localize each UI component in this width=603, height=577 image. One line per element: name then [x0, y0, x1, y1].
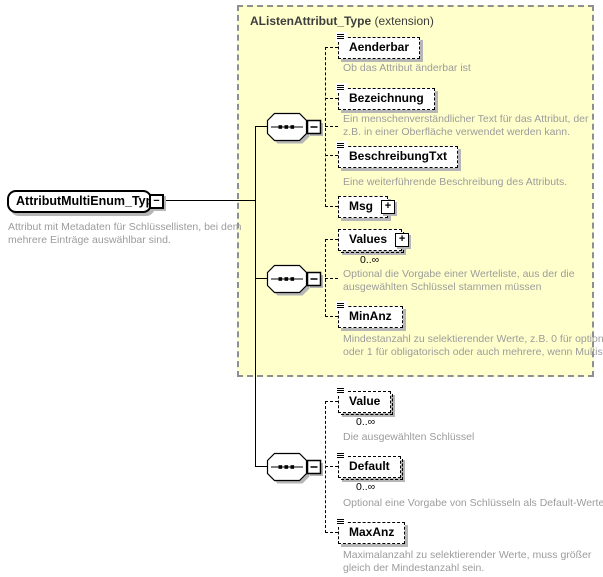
text-content-icon [336, 301, 347, 311]
text-content-icon [336, 517, 347, 527]
text-content-icon [336, 386, 347, 396]
element-annotation: Die ausgewählten Schlüssel [343, 431, 475, 443]
child-connector-line [325, 47, 326, 207]
element-annotation: Maximalanzahl zu selektierender Werte, m… [343, 549, 592, 574]
occurrence-label: 0..∞ [360, 254, 380, 266]
text-content-icon [336, 141, 347, 151]
text-content-icon [336, 32, 347, 42]
element-msg[interactable]: Msg + [338, 196, 395, 218]
element-aenderbar[interactable]: Aenderbar [336, 32, 421, 59]
extension-title: AListenAttribut_Type (extension) [250, 14, 434, 28]
connector-line [255, 278, 268, 279]
element-annotation: Ob das Attribut änderbar ist [343, 62, 471, 74]
root-element[interactable]: AttributMultiEnum_Type [7, 190, 160, 213]
element-label: Msg [349, 199, 373, 213]
element-annotation: Optional die Vorgabe einer Werteliste, a… [343, 268, 575, 293]
collapse-toggle-icon[interactable]: − [149, 194, 164, 209]
element-label: Values [349, 232, 388, 246]
child-connector-line [320, 278, 338, 279]
text-content-icon [336, 451, 347, 461]
child-connector-line [325, 47, 338, 48]
child-connector-line [325, 98, 338, 99]
expand-toggle-icon[interactable]: + [395, 233, 410, 247]
connector-line [255, 466, 268, 467]
connector-line [255, 126, 268, 127]
element-annotation: Ein menschenverständlicher Text für das … [343, 113, 589, 138]
element-label: Default [349, 459, 390, 473]
root-annotation: Attribut mit Metadaten für Schlüssellist… [8, 221, 242, 246]
root-element-label: AttributMultiEnum_Type [16, 194, 161, 208]
child-connector-line [320, 126, 338, 127]
element-maxanz[interactable]: MaxAnz [336, 517, 406, 544]
element-bezeichnung[interactable]: Bezeichnung [336, 83, 435, 110]
child-connector-line [325, 401, 326, 533]
expand-toggle-icon[interactable]: + [381, 200, 395, 214]
element-label: MaxAnz [349, 525, 395, 539]
child-connector-line [325, 155, 338, 156]
element-label: MinAnz [349, 309, 392, 323]
element-default[interactable]: Default [336, 451, 403, 480]
sequence-compositor-icon[interactable] [266, 450, 328, 486]
child-connector-line [320, 466, 338, 467]
sequence-compositor-icon[interactable] [266, 262, 328, 298]
element-label: Aenderbar [349, 40, 410, 54]
element-annotation: Optional eine Vorgabe von Schlüsseln als… [343, 497, 603, 509]
extension-type-name: AListenAttribut_Type [250, 14, 372, 28]
element-label: Value [349, 394, 381, 408]
text-content-icon [336, 83, 347, 93]
child-connector-line [325, 532, 338, 533]
child-connector-line [325, 401, 338, 402]
child-connector-line [325, 239, 338, 240]
child-connector-line [325, 316, 338, 317]
element-annotation: Eine weiterführende Beschreibung des Att… [343, 176, 568, 188]
occurrence-label: 0..∞ [356, 416, 376, 428]
extension-region: AListenAttribut_Type (extension) [237, 5, 594, 377]
extension-suffix: (extension) [371, 14, 434, 28]
connector-trunk-line [255, 126, 256, 467]
element-label: Bezeichnung [349, 91, 424, 105]
occurrence-label: 0..∞ [356, 481, 376, 493]
element-annotation: Mindestanzahl zu selektierender Werte, z… [343, 333, 603, 358]
element-minanz[interactable]: MinAnz [336, 301, 403, 328]
connector-line [163, 200, 255, 201]
element-label: BeschreibungTxt [349, 149, 448, 163]
sequence-compositor-icon[interactable] [266, 110, 328, 146]
element-value[interactable]: Value [336, 386, 394, 415]
element-beschreibungtxt[interactable]: BeschreibungTxt [336, 141, 459, 168]
child-connector-line [325, 206, 338, 207]
element-values[interactable]: Values + [338, 229, 410, 253]
